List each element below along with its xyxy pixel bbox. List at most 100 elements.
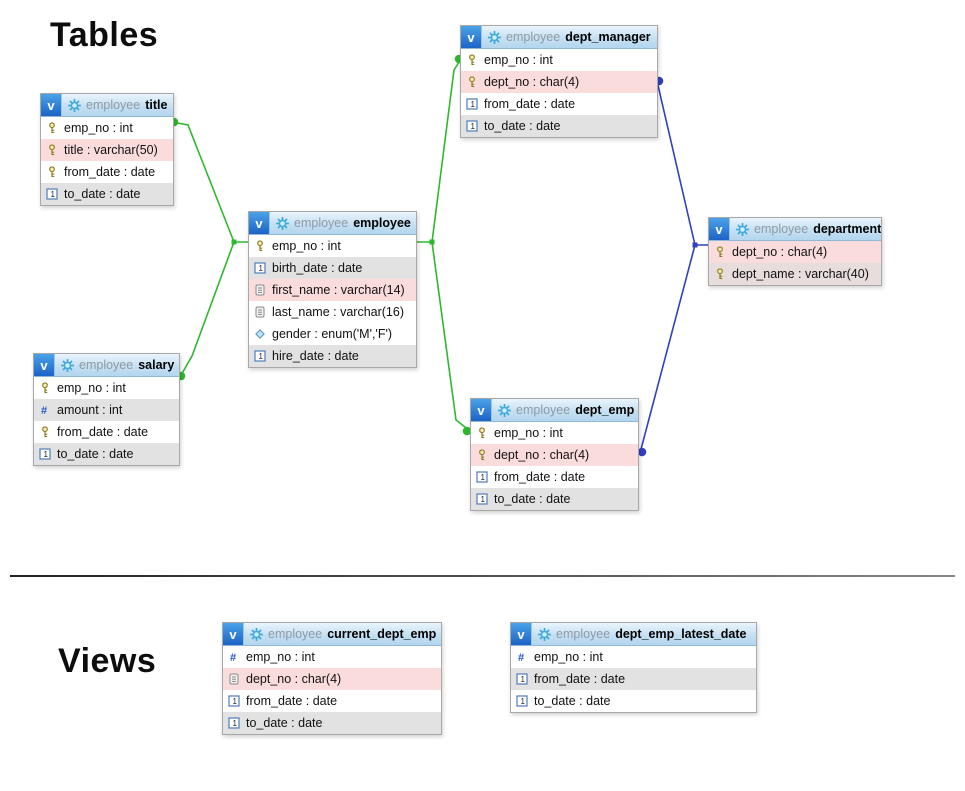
column-label: emp_no : int xyxy=(494,426,563,440)
column-row[interactable]: emp_no : int xyxy=(471,422,638,444)
column-label: from_date : date xyxy=(246,694,338,708)
svg-text:#: # xyxy=(41,405,47,416)
column-row[interactable]: 1 from_date : date xyxy=(461,93,657,115)
column-label: to_date : date xyxy=(246,716,323,730)
date-icon: 1 xyxy=(466,120,478,132)
column-row[interactable]: title : varchar(50) xyxy=(41,139,173,161)
relationship-junction xyxy=(692,242,698,248)
gear-icon xyxy=(736,222,749,236)
schema-name: employee xyxy=(294,216,349,230)
column-row[interactable]: emp_no : int xyxy=(461,49,657,71)
column-row[interactable]: #amount : int xyxy=(34,399,179,421)
table-name: dept_manager xyxy=(565,30,651,44)
relationship-line-employee-dept_emp xyxy=(431,241,471,432)
svg-text:1: 1 xyxy=(259,264,264,273)
column-label: dept_no : char(4) xyxy=(494,448,590,462)
column-label: emp_no : int xyxy=(484,53,553,67)
column-row[interactable]: first_name : varchar(14) xyxy=(249,279,416,301)
gear-icon xyxy=(488,30,501,44)
column-row[interactable]: emp_no : int xyxy=(41,117,173,139)
relationship-junction xyxy=(231,239,237,245)
svg-text:#: # xyxy=(230,652,236,663)
svg-text:1: 1 xyxy=(481,473,486,482)
relationship-line-salary-employee xyxy=(179,241,235,378)
column-row[interactable]: dept_no : char(4) xyxy=(223,668,441,690)
tables-section-heading: Tables xyxy=(50,16,159,54)
table-name: dept_emp_latest_date xyxy=(615,627,747,641)
date-icon: 1 xyxy=(466,98,478,110)
column-row[interactable]: last_name : varchar(16) xyxy=(249,301,416,323)
relationship-junction xyxy=(429,239,435,245)
column-row[interactable]: dept_no : char(4) xyxy=(709,241,881,263)
column-label: to_date : date xyxy=(64,187,141,201)
column-row[interactable]: dept_no : char(4) xyxy=(461,71,657,93)
column-label: from_date : date xyxy=(484,97,576,111)
column-row[interactable]: # emp_no : int xyxy=(223,646,441,668)
key-icon xyxy=(46,122,58,134)
column-label: first_name : varchar(14) xyxy=(272,283,405,297)
column-row[interactable]: dept_no : char(4) xyxy=(471,444,638,466)
column-label: emp_no : int xyxy=(246,650,315,664)
column-row[interactable]: from_date : date xyxy=(41,161,173,183)
relationship-line-dept_manager-department xyxy=(656,80,708,246)
svg-text:1: 1 xyxy=(471,122,476,131)
column-label: last_name : varchar(16) xyxy=(272,305,405,319)
column-label: emp_no : int xyxy=(57,381,126,395)
num-icon: # xyxy=(39,404,51,416)
schema-name: employee xyxy=(754,222,809,236)
column-label: dept_no : char(4) xyxy=(484,75,580,89)
enum-icon xyxy=(254,328,266,340)
column-row[interactable]: from_date : date xyxy=(34,421,179,443)
svg-text:1: 1 xyxy=(471,100,476,109)
table-header[interactable]: v employee dept_emp_latest_date xyxy=(511,623,756,646)
text-icon xyxy=(228,673,240,685)
column-row[interactable]: #emp_no : int xyxy=(511,646,756,668)
view-badge-icon: v xyxy=(34,354,55,376)
view-dept_emp_latest_date[interactable]: v employee dept_emp_latest_date #emp_no : i… xyxy=(510,622,757,713)
column-row[interactable]: gender : enum('M','F') xyxy=(249,323,416,345)
key-icon xyxy=(476,427,488,439)
column-label: from_date : date xyxy=(57,425,149,439)
column-row[interactable]: emp_no : int xyxy=(34,377,179,399)
column-row[interactable]: dept_name : varchar(40) xyxy=(709,263,881,285)
text-icon xyxy=(254,284,266,296)
column-label: to_date : date xyxy=(494,492,571,506)
schema-name: employee xyxy=(86,98,141,112)
column-label: gender : enum('M','F') xyxy=(272,327,393,341)
num-icon: # xyxy=(228,651,240,663)
view-badge-icon: v xyxy=(471,399,492,421)
schema-name: employee xyxy=(556,627,611,641)
date-icon: 1 xyxy=(476,471,488,483)
column-row[interactable]: emp_no : int xyxy=(249,235,416,257)
view-badge-icon: v xyxy=(511,623,532,645)
gear-icon xyxy=(250,627,263,641)
column-label: emp_no : int xyxy=(534,650,603,664)
key-icon xyxy=(466,76,478,88)
